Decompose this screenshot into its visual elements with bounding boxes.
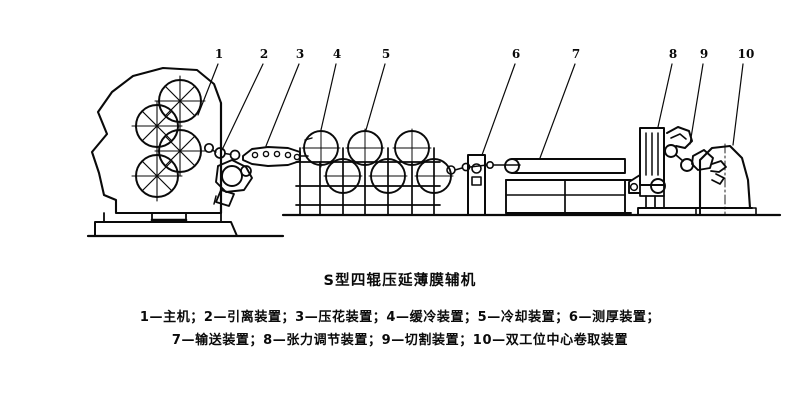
callout-number-3: 3 bbox=[296, 47, 304, 61]
callout-number-7: 7 bbox=[572, 47, 580, 61]
tension-adjuster-base bbox=[637, 195, 701, 216]
cooling-roll-bank bbox=[295, 128, 454, 216]
main-machine-base bbox=[94, 212, 238, 237]
thickness-gauge bbox=[467, 154, 486, 216]
callout-number-9: 9 bbox=[700, 47, 708, 61]
ground-line bbox=[86, 213, 782, 238]
embossing-device bbox=[242, 146, 309, 167]
callout-number-8: 8 bbox=[669, 47, 677, 61]
figure-legend-line-1: 1—主机；2—引离装置；3—压花装置；4—缓冷装置；5—冷却装置；6—测厚装置； bbox=[139, 310, 661, 325]
figure-caption-block: S型四辊压延薄膜辅机 1—主机；2—引离装置；3—压花装置；4—缓冷装置；5—冷… bbox=[0, 270, 800, 352]
callout-number-10: 10 bbox=[738, 47, 755, 61]
figure-legend-line-2: 7—输送装置；8—张力调节装置；9—切割装置；10—双工位中心卷取装置 bbox=[171, 333, 629, 348]
callout-number-group: 1 2 3 4 5 6 7 8 9 10 bbox=[215, 47, 755, 61]
figure-title: S型四辊压延薄膜辅机 bbox=[323, 273, 477, 289]
callout-number-1: 1 bbox=[215, 47, 223, 61]
callout-number-4: 4 bbox=[333, 47, 341, 61]
callout-number-5: 5 bbox=[382, 47, 390, 61]
callout-number-2: 2 bbox=[260, 47, 268, 61]
takeoff-device bbox=[203, 142, 253, 207]
calender-rolls bbox=[131, 75, 206, 202]
dual-station-center-winder bbox=[695, 143, 757, 216]
conveyor-device bbox=[504, 158, 632, 214]
callout-leaders bbox=[197, 63, 744, 159]
tension-adjuster bbox=[628, 126, 694, 197]
callout-number-6: 6 bbox=[512, 47, 520, 61]
cutting-device bbox=[691, 149, 727, 185]
